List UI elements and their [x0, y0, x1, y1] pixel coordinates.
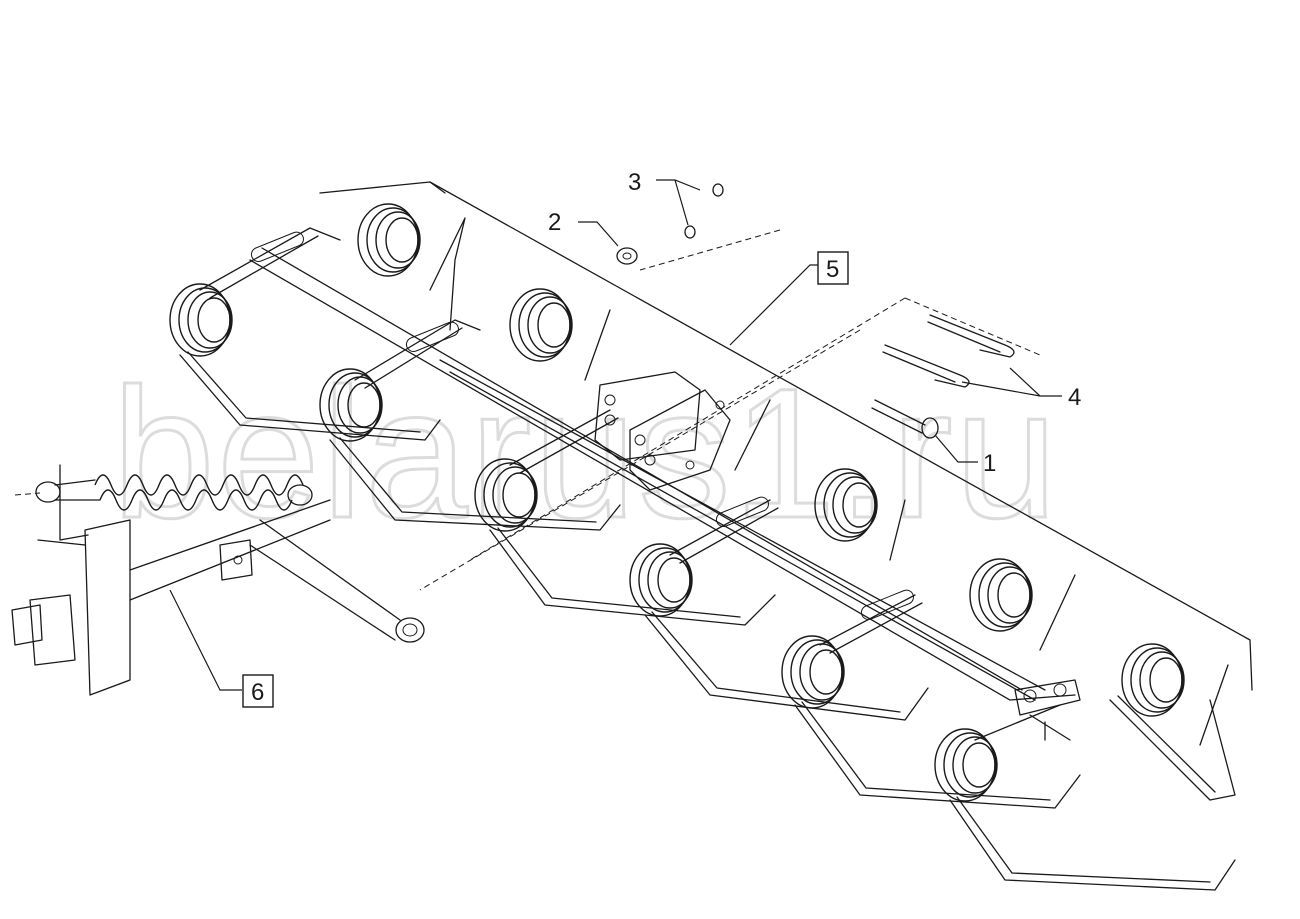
bolt-head — [921, 417, 939, 439]
callout-5: 5 — [826, 256, 839, 283]
central-rod — [439, 359, 1046, 701]
tine-coils — [169, 203, 1185, 802]
hitch-assembly — [11, 464, 425, 696]
callout-3: 3 — [628, 169, 641, 196]
tine-wires — [179, 217, 1236, 891]
callout-1: 1 — [983, 450, 996, 477]
callout-6: 6 — [251, 679, 264, 706]
frame-assembly — [249, 181, 1253, 701]
callout-6-box — [242, 674, 274, 708]
nut-shape — [616, 247, 638, 265]
callout-2: 2 — [548, 209, 561, 236]
tension-spring — [35, 474, 313, 511]
leader-lines — [169, 179, 1062, 691]
callout-labels: 1 2 3 4 5 6 — [242, 169, 1081, 708]
callout-4: 4 — [1068, 384, 1081, 411]
bracket-plates — [594, 371, 1081, 741]
callout-5-box — [817, 251, 849, 285]
fasteners — [616, 183, 1015, 439]
